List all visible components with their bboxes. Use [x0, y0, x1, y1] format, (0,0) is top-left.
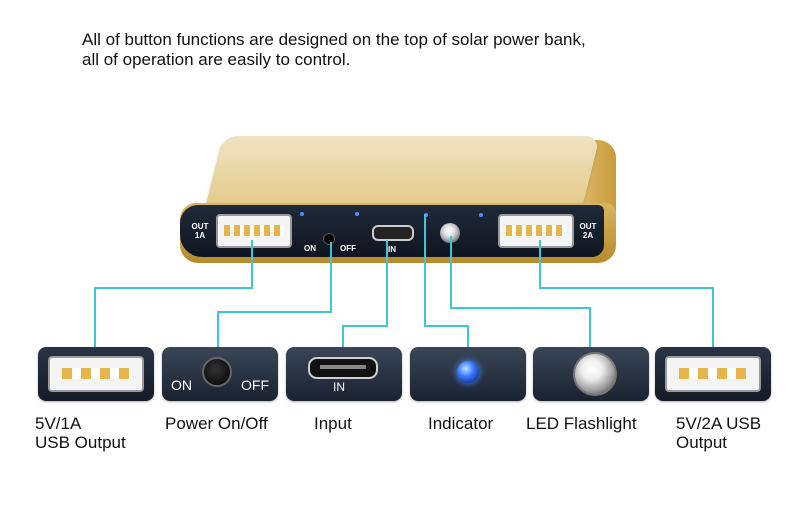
connector-line-indicator	[424, 214, 469, 348]
indicator-light-icon	[457, 361, 479, 383]
out-1a-label-line2: 1A	[194, 231, 206, 240]
micro-usb-input-port	[372, 225, 414, 241]
micro-usb-icon	[308, 357, 378, 379]
tile-flashlight	[533, 347, 649, 401]
label-flashlight: LED Flashlight	[526, 414, 637, 433]
usb-pins-icon	[679, 368, 747, 379]
flashlight-lens-icon	[440, 223, 460, 243]
power-bank-port-panel: OUT 1A ON OFF IN OUT 2A	[180, 205, 604, 257]
label-usb-2a-line1: 5V/2A USB	[676, 414, 762, 433]
connector-line-flashlight	[450, 236, 591, 348]
label-indicator: Indicator	[428, 414, 494, 433]
usb-port-icon	[48, 356, 144, 392]
tile-input: IN	[286, 347, 402, 401]
indicator-dot-icon	[300, 212, 304, 216]
usb-pins-icon	[62, 368, 130, 379]
usb-port-icon	[665, 356, 761, 392]
tile-usb-2a	[655, 347, 771, 401]
out-2a-label-line1: OUT	[579, 222, 597, 231]
out-1a-label-line1: OUT	[191, 222, 209, 231]
caption-line-1: All of button functions are designed on …	[82, 30, 586, 49]
tile-power-switch: ON OFF	[162, 347, 278, 401]
in-label: IN	[388, 245, 396, 254]
tile-off-label: OFF	[241, 377, 269, 393]
caption: All of button functions are designed on …	[82, 30, 722, 70]
usb-pins-icon	[506, 225, 566, 237]
off-label: OFF	[340, 244, 356, 253]
usb-pins-icon	[224, 225, 284, 237]
caption-line-2: all of operation are easily to control.	[82, 50, 351, 69]
usb-port-1a	[216, 214, 292, 248]
connector-line-usb-2a	[539, 240, 714, 348]
tile-on-label: ON	[171, 377, 192, 393]
tile-usb-1a	[38, 347, 154, 401]
tile-in-label: IN	[333, 380, 345, 394]
label-usb-2a: 5V/2A USB Output	[676, 414, 761, 452]
indicator-dot-icon	[355, 212, 359, 216]
power-switch-icon	[202, 357, 232, 387]
label-usb-1a-line1: 5V/1A	[35, 414, 82, 433]
tile-indicator	[410, 347, 526, 401]
label-input: Input	[314, 414, 352, 433]
indicator-dot-icon	[479, 213, 483, 217]
label-usb-2a-line2: Output	[676, 433, 728, 452]
label-usb-1a: 5V/1A USB Output	[35, 414, 126, 452]
usb-port-2a	[498, 214, 574, 248]
out-1a-label: OUT 1A	[188, 222, 212, 240]
out-2a-label: OUT 2A	[576, 222, 600, 240]
connector-line-power	[217, 242, 332, 348]
connector-line-input	[342, 240, 388, 348]
connector-line-usb-1a	[94, 240, 253, 348]
out-2a-label-line2: 2A	[582, 231, 594, 240]
label-power: Power On/Off	[165, 414, 268, 433]
label-usb-1a-line2: USB Output	[35, 433, 126, 452]
flashlight-icon	[573, 352, 617, 396]
on-label: ON	[304, 244, 316, 253]
